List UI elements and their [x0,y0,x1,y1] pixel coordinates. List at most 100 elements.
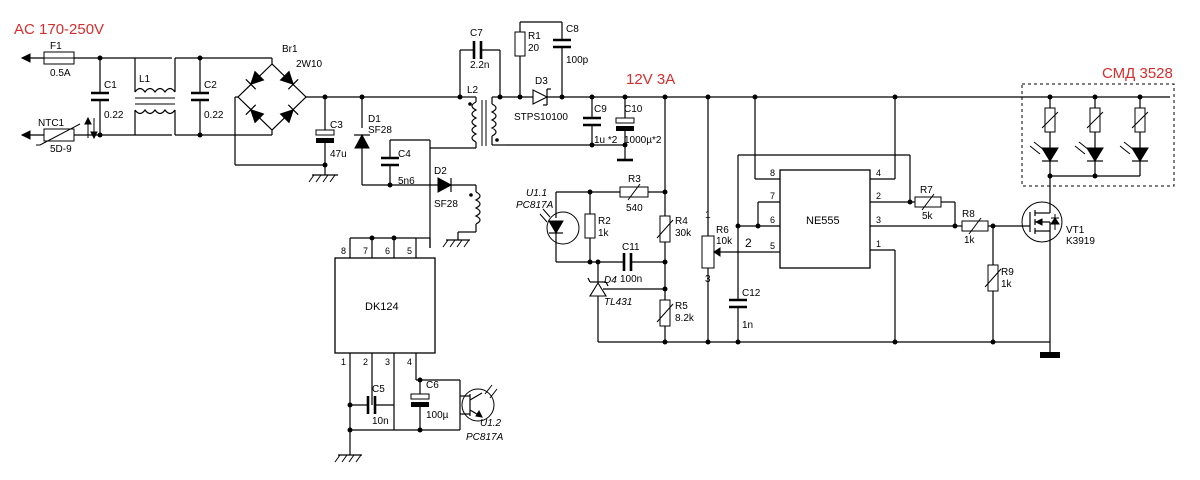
bridge-rectifier-br1: Br1 2W10 [210,44,460,165]
c6-value: 100µ [426,410,449,421]
c3-ref: C3 [330,120,343,131]
svg-text:1: 1 [341,357,346,367]
r4-ref: R4 [675,216,688,227]
c1-ref: C1 [104,80,117,91]
potentiometer-r6: R6 10k 1 2 3 [701,97,772,342]
u12-ref: U1.2 [480,418,502,429]
ntc1-ref: NTC1 [38,118,65,129]
capacitor-c11: C11 100n [556,242,668,285]
c5-ref: C5 [372,384,385,395]
c4-value: 5n6 [398,176,415,187]
resistor-r1: R1 20 [497,21,630,100]
resistor-r2: R2 1k [556,189,620,262]
c11-ref: C11 [622,242,640,253]
output-voltage-title: 12V 3A [626,71,675,88]
r7-value: 5k [922,211,934,222]
d4-value: TL431 [604,297,632,308]
capacitor-c3: C3 47u [235,94,347,175]
ground-aux [442,231,470,248]
r4-value: 30k [675,228,692,239]
svg-text:1: 1 [876,239,881,249]
f1-value: 0.5A [50,68,71,79]
capacitor-c1: C1 0.22 [91,58,124,135]
dk124-label: DK124 [365,301,399,313]
r6-pin-1: 1 [705,210,711,221]
c7-ref: C7 [470,28,483,39]
svg-text:8: 8 [770,168,775,178]
resistor-r4: R4 30k [656,97,692,300]
l1-ref: L1 [139,74,151,85]
c1-value: 0.22 [104,110,124,121]
r2-ref: R2 [598,216,611,227]
resistor-r5: R5 8.2k [656,299,695,342]
svg-text:4: 4 [407,357,412,367]
vt1-ref: VT1 [1066,225,1085,236]
svg-text:6: 6 [770,215,775,225]
c9-ref: C9 [594,104,607,115]
br1-value: 2W10 [296,59,323,70]
br1-ref: Br1 [282,44,298,55]
r1-value: 20 [528,43,540,54]
c8-value: 100p [566,55,589,66]
r2-value: 1k [598,228,610,239]
capacitor-c10: C10 1000µ*2 [615,94,662,162]
input-voltage-title: AC 170-250V [14,21,104,38]
r3-value: 540 [626,203,643,214]
capacitor-c6: C6 100µ [394,377,460,433]
d3-ref: D3 [535,76,548,87]
capacitor-c12: C12 1n [729,288,761,342]
capacitor-c8: C8 100p [553,22,589,100]
optocoupler-u11: U1.1 PC817A [516,188,580,262]
r3-ref: R3 [628,174,641,185]
led-type-title: СМД 3528 [1102,65,1173,82]
r5-ref: R5 [675,301,688,312]
led-strip [1021,83,1175,187]
l2-ref: L2 [467,85,479,96]
d2-value: SF28 [434,199,458,210]
c6-ref: C6 [426,380,439,391]
c4-ref: C4 [398,149,411,160]
c3-value: 47u [330,149,347,160]
ground-c3 [308,174,338,183]
optocoupler-u12: U1.2 PC817A [459,380,504,443]
c11-value: 100n [620,274,642,285]
resistor-r9: R9 1k [984,226,1014,342]
d1-value: SF28 [368,125,392,136]
ntc1-value: 5D-9 [50,144,72,155]
c9-value: 1u *2 [594,135,618,146]
led-channel-2 [1074,97,1104,176]
svg-text:5: 5 [407,246,412,256]
c12-ref: C12 [742,288,761,299]
input-wires [74,55,172,138]
capacitor-c2: C2 0.22 [175,55,224,138]
input-terminals [20,53,44,140]
svg-text:8: 8 [341,246,346,256]
c10-value: 1000µ*2 [624,135,662,146]
c2-ref: C2 [204,80,217,91]
choke-l1: L1 [134,58,176,135]
vt1-value: K3919 [1066,236,1095,247]
r8-value: 1k [964,235,976,246]
svg-text:7: 7 [770,191,775,201]
svg-text:2: 2 [876,191,881,201]
ne555-wiring [735,97,911,342]
d3-value: STPS10100 [514,112,568,123]
u12-value: PC817A [466,432,504,443]
svg-text:6: 6 [385,246,390,256]
ic-ne555: NE555 8 7 6 5 4 2 3 1 [738,168,955,269]
led-channel-3 [1119,97,1149,176]
fuse-f1: F1 0.5A [43,41,75,79]
c2-value: 0.22 [204,110,224,121]
u11-value: PC817A [516,200,554,211]
r6-ref: R6 [716,225,729,236]
c10-ref: C10 [624,104,643,115]
schottky-diode-d3: D3 STPS10100 [514,76,568,123]
r5-value: 8.2k [675,313,695,324]
d1-ref: D1 [368,114,381,125]
resistor-r7: R7 5k [907,185,958,229]
led-channel-1 [1029,97,1059,176]
d2-ref: D2 [434,166,447,177]
f1-ref: F1 [50,41,62,52]
svg-text:4: 4 [876,168,881,178]
shunt-regulator-d4: D4 TL431 [587,262,668,342]
